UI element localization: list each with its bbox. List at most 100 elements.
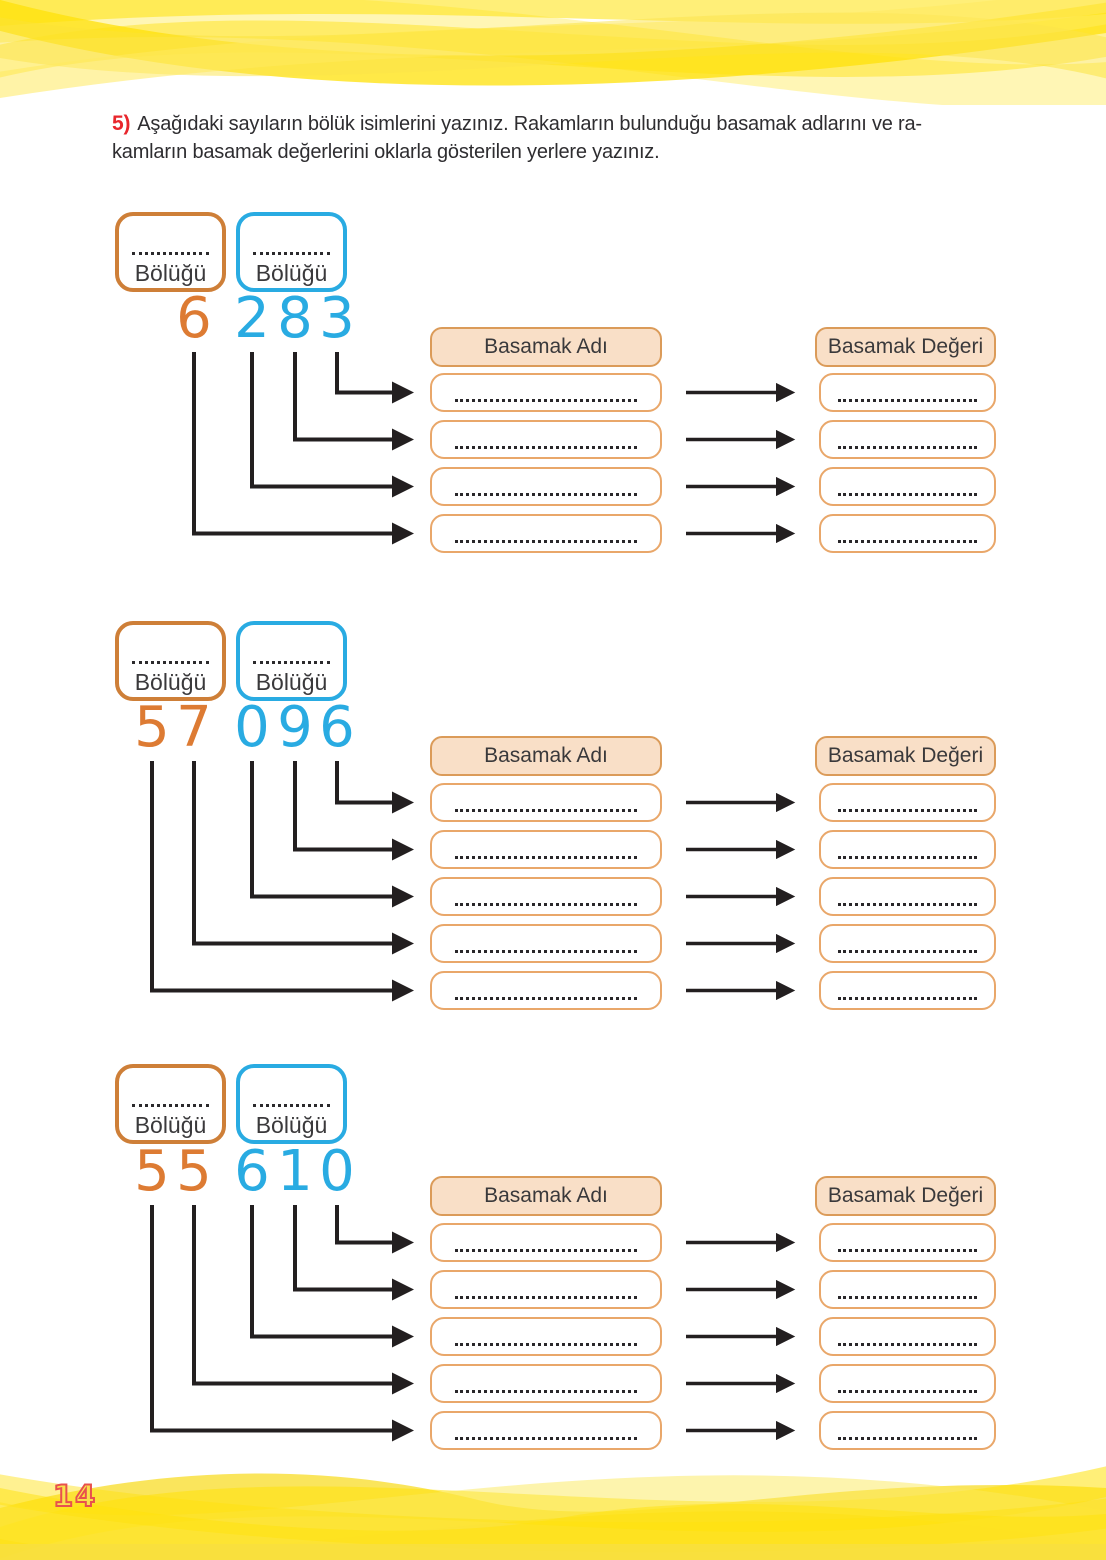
group-label: Bölüğü bbox=[134, 1112, 207, 1138]
digit: 9 bbox=[277, 695, 313, 760]
place-value-box[interactable] bbox=[819, 467, 996, 506]
ones-group-box: Bölüğü bbox=[236, 1064, 347, 1144]
digit: 0 bbox=[319, 1139, 355, 1204]
digit: 2 bbox=[234, 286, 270, 351]
bolugu-dotted-line[interactable] bbox=[253, 661, 330, 664]
place-value-box[interactable] bbox=[819, 373, 996, 412]
group-label: Bölüğü bbox=[255, 260, 328, 286]
place-value-box[interactable] bbox=[819, 420, 996, 459]
dotted-answer-line bbox=[838, 1343, 977, 1346]
digit: 1 bbox=[277, 1139, 313, 1204]
digit: 3 bbox=[319, 286, 355, 351]
place-name-box[interactable] bbox=[430, 924, 662, 963]
place-name-box[interactable] bbox=[430, 467, 662, 506]
digit: 5 bbox=[134, 695, 170, 760]
place-name-box[interactable] bbox=[430, 1270, 662, 1309]
dotted-answer-line bbox=[838, 493, 977, 496]
place-name-box[interactable] bbox=[430, 830, 662, 869]
bolugu-dotted-line[interactable] bbox=[253, 1104, 330, 1107]
dotted-answer-line bbox=[454, 1343, 638, 1346]
instruction-line-1: 5) Aşağıdaki sayıların bölük isimlerini y… bbox=[112, 110, 1012, 138]
dotted-answer-line bbox=[838, 446, 977, 449]
dotted-answer-line bbox=[838, 540, 977, 543]
place-value-box[interactable] bbox=[819, 830, 996, 869]
place-name-box[interactable] bbox=[430, 1364, 662, 1403]
digit: 7 bbox=[176, 695, 212, 760]
place-value-header: Basamak Değeri bbox=[815, 327, 996, 367]
group-label: Bölüğü bbox=[134, 669, 207, 695]
dotted-answer-line bbox=[838, 997, 977, 1000]
dotted-answer-line bbox=[454, 446, 638, 449]
dotted-answer-line bbox=[838, 903, 977, 906]
dotted-answer-line bbox=[454, 1249, 638, 1252]
top-waves-decoration bbox=[0, 0, 1106, 105]
bottom-waves-decoration bbox=[0, 1466, 1106, 1560]
instruction: 5) Aşağıdaki sayıların bölük isimlerini y… bbox=[112, 110, 1012, 166]
place-value-box[interactable] bbox=[819, 877, 996, 916]
group-label: Bölüğü bbox=[255, 1112, 328, 1138]
page-number-text: 14 bbox=[53, 1479, 97, 1513]
group-label: Bölüğü bbox=[134, 260, 207, 286]
dotted-answer-line bbox=[838, 399, 977, 402]
place-name-header: Basamak Adı bbox=[430, 736, 662, 776]
place-value-header: Basamak Değeri bbox=[815, 1176, 996, 1216]
place-name-header: Basamak Adı bbox=[430, 327, 662, 367]
dotted-answer-line bbox=[454, 1390, 638, 1393]
question-number: 5) bbox=[112, 112, 131, 135]
dotted-answer-line bbox=[454, 997, 638, 1000]
dotted-answer-line bbox=[838, 1249, 977, 1252]
place-value-box[interactable] bbox=[819, 783, 996, 822]
dotted-answer-line bbox=[454, 399, 638, 402]
dotted-answer-line bbox=[454, 809, 638, 812]
dotted-answer-line bbox=[454, 1296, 638, 1299]
bolugu-dotted-line[interactable] bbox=[253, 252, 330, 255]
dotted-answer-line bbox=[454, 856, 638, 859]
place-value-box[interactable] bbox=[819, 1317, 996, 1356]
dotted-answer-line bbox=[838, 809, 977, 812]
place-value-box[interactable] bbox=[819, 1364, 996, 1403]
place-name-box[interactable] bbox=[430, 971, 662, 1010]
place-name-box[interactable] bbox=[430, 783, 662, 822]
place-value-box[interactable] bbox=[819, 1411, 996, 1450]
dotted-answer-line bbox=[454, 903, 638, 906]
dotted-answer-line bbox=[838, 1437, 977, 1440]
instruction-text: Aşağıdaki sayıların bölük isimlerini yaz… bbox=[137, 113, 922, 135]
dotted-answer-line bbox=[838, 1390, 977, 1393]
dotted-answer-line bbox=[838, 856, 977, 859]
dotted-answer-line bbox=[454, 950, 638, 953]
place-value-box[interactable] bbox=[819, 1223, 996, 1262]
place-value-header: Basamak Değeri bbox=[815, 736, 996, 776]
digit: 5 bbox=[176, 1139, 212, 1204]
dotted-answer-line bbox=[838, 1296, 977, 1299]
dotted-answer-line bbox=[454, 493, 638, 496]
dotted-answer-line bbox=[838, 950, 977, 953]
bolugu-dotted-line[interactable] bbox=[132, 1104, 209, 1107]
place-name-box[interactable] bbox=[430, 514, 662, 553]
dotted-answer-line bbox=[454, 540, 638, 543]
digit: 6 bbox=[234, 1139, 270, 1204]
place-name-box[interactable] bbox=[430, 877, 662, 916]
thousands-group-box: Bölüğü bbox=[115, 621, 226, 701]
place-value-box[interactable] bbox=[819, 1270, 996, 1309]
digit: 0 bbox=[234, 695, 270, 760]
place-name-box[interactable] bbox=[430, 1411, 662, 1450]
place-value-box[interactable] bbox=[819, 924, 996, 963]
place-value-box[interactable] bbox=[819, 514, 996, 553]
digit: 6 bbox=[176, 286, 212, 351]
place-name-box[interactable] bbox=[430, 1223, 662, 1262]
ones-group-box: Bölüğü bbox=[236, 621, 347, 701]
place-name-header: Basamak Adı bbox=[430, 1176, 662, 1216]
bolugu-dotted-line[interactable] bbox=[132, 252, 209, 255]
digit: 5 bbox=[134, 1139, 170, 1204]
dotted-answer-line bbox=[454, 1437, 638, 1440]
place-value-box[interactable] bbox=[819, 971, 996, 1010]
place-name-box[interactable] bbox=[430, 373, 662, 412]
thousands-group-box: Bölüğü bbox=[115, 212, 226, 292]
ones-group-box: Bölüğü bbox=[236, 212, 347, 292]
group-label: Bölüğü bbox=[255, 669, 328, 695]
place-name-box[interactable] bbox=[430, 1317, 662, 1356]
page-number: 14 bbox=[52, 1478, 97, 1514]
place-name-box[interactable] bbox=[430, 420, 662, 459]
bolugu-dotted-line[interactable] bbox=[132, 661, 209, 664]
instruction-line-2: kamların basamak değerlerini oklarla gös… bbox=[112, 141, 660, 163]
